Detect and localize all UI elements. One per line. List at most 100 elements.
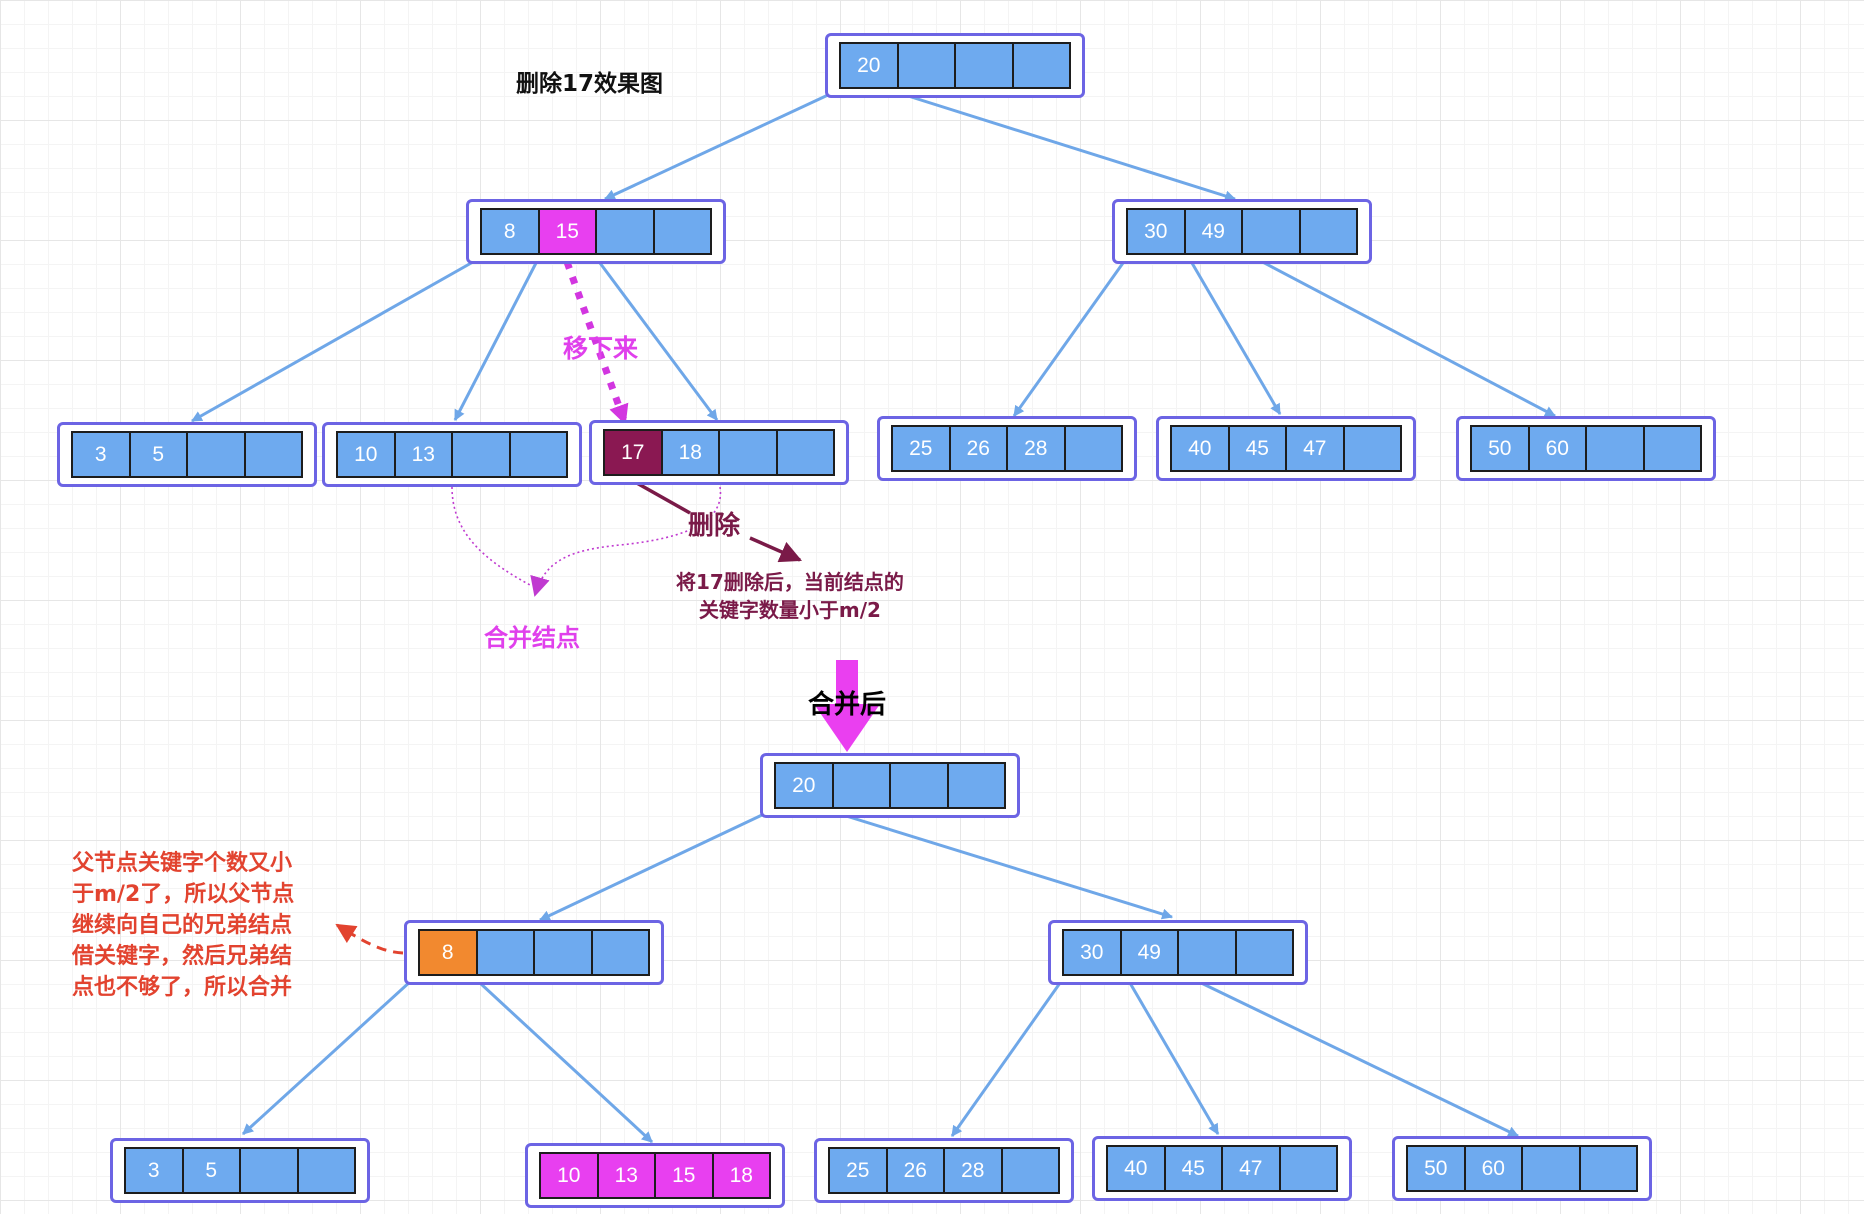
edge: [191, 256, 481, 423]
edge: [453, 262, 538, 421]
key-cell: [1179, 931, 1237, 974]
node-right-internal-before: 30 49: [1112, 199, 1372, 264]
key-cell: [833, 764, 891, 807]
merge-node-label: 合并结点: [484, 624, 580, 652]
node-leaf-1-before: 3 5: [57, 422, 317, 487]
after-merge-label: 合并后: [808, 690, 887, 720]
key-cell: [898, 44, 956, 87]
explanation-line-1: 将17删除后，当前结点的: [676, 570, 904, 594]
key-cell: [245, 433, 301, 476]
key-cell-merged: 13: [598, 1154, 656, 1197]
node-leaf-6-before: 50 60: [1456, 416, 1716, 481]
edge: [1194, 978, 1519, 1138]
note-arrow: [335, 923, 404, 955]
node-leaf-1-after: 3 5: [110, 1138, 370, 1203]
key-cell-deleted: 17: [605, 431, 663, 474]
key-cell: [535, 931, 593, 974]
key-cell-merged: 10: [541, 1154, 599, 1197]
edge: [478, 981, 654, 1144]
key-cell: [453, 433, 511, 476]
key-cell: 50: [1472, 427, 1530, 470]
key-cell: [1644, 427, 1700, 470]
edge: [604, 93, 829, 201]
parent-note: 父节点关键字个数又小 于m/2了，所以父节点 继续向自己的兄弟结点 借关键字，然…: [72, 851, 295, 1000]
key-cell: 20: [841, 44, 899, 87]
key-cell: 13: [395, 433, 453, 476]
key-cell: [956, 44, 1014, 87]
key-cell: 49: [1185, 210, 1243, 253]
key-cell: 47: [1287, 427, 1345, 470]
key-cell: [777, 431, 833, 474]
edge: [598, 262, 719, 421]
node-leaf-merged-after: 10 13 15 18: [525, 1143, 785, 1208]
key-cell: [1587, 427, 1645, 470]
key-cell: [1580, 1147, 1636, 1190]
edge: [904, 93, 1237, 202]
key-cell: [891, 764, 949, 807]
key-cell: 3: [73, 433, 131, 476]
key-cell: 28: [1008, 427, 1066, 470]
key-cell-merged: 15: [656, 1154, 714, 1197]
key-cell: 10: [338, 433, 396, 476]
key-cell: [1344, 427, 1400, 470]
key-cell: 45: [1229, 427, 1287, 470]
key-cell: [720, 431, 778, 474]
key-cell: [188, 433, 246, 476]
key-cell: 26: [887, 1149, 945, 1192]
key-cell: 3: [126, 1149, 184, 1192]
node-leaf-4-after: 25 26 28: [814, 1138, 1074, 1203]
node-leaf-4-before: 25 26 28: [877, 416, 1137, 481]
explanation-line-2: 关键字数量小于m/2: [698, 598, 881, 622]
key-cell: [477, 931, 535, 974]
node-left-internal-after: 8: [404, 920, 664, 985]
node-right-internal-after: 30 49: [1048, 920, 1308, 985]
key-cell: [298, 1149, 354, 1192]
key-cell: [948, 764, 1004, 807]
key-cell: 60: [1529, 427, 1587, 470]
key-cell: [1280, 1147, 1336, 1190]
node-left-internal-before: 8 15: [466, 199, 726, 264]
edge: [241, 978, 414, 1136]
merge-curve-right: [530, 486, 722, 597]
key-cell-moved: 15: [539, 210, 597, 253]
key-cell: 28: [945, 1149, 1003, 1192]
move-down-label: 移下来: [563, 334, 639, 363]
key-cell: 30: [1128, 210, 1186, 253]
key-cell: 45: [1165, 1147, 1223, 1190]
delete-explanation: 将17删除后，当前结点的 关键字数量小于m/2: [676, 568, 904, 624]
merge-curve-left: [451, 486, 531, 586]
node-leaf-5-after: 40 45 47: [1092, 1136, 1352, 1201]
diagram-title: 删除17效果图: [516, 71, 664, 97]
key-cell: 5: [130, 433, 188, 476]
key-cell: [1523, 1147, 1581, 1190]
key-cell: 40: [1172, 427, 1230, 470]
node-leaf-6-after: 50 60: [1392, 1136, 1652, 1201]
edge: [1012, 262, 1125, 417]
key-cell: 26: [950, 427, 1008, 470]
key-cell: 50: [1408, 1147, 1466, 1190]
edge: [1254, 256, 1556, 418]
key-cell: [510, 433, 566, 476]
node-root-after: 20: [760, 753, 1020, 818]
key-cell: 25: [830, 1149, 888, 1192]
key-cell: [1013, 44, 1069, 87]
key-cell: [1002, 1149, 1058, 1192]
key-cell: 30: [1064, 931, 1122, 974]
key-cell: 47: [1223, 1147, 1281, 1190]
edge: [1128, 982, 1220, 1135]
key-cell: [1236, 931, 1292, 974]
key-cell: 20: [776, 764, 834, 807]
key-cell: 5: [183, 1149, 241, 1192]
edge: [842, 813, 1174, 920]
key-cell: [597, 210, 655, 253]
node-leaf-5-before: 40 45 47: [1156, 416, 1416, 481]
node-leaf-3-before: 17 18: [589, 420, 849, 485]
delete-label: 删除: [688, 511, 741, 541]
key-cell: 25: [893, 427, 951, 470]
key-cell: [1065, 427, 1121, 470]
move-down-arrow: [563, 260, 629, 425]
key-cell: 49: [1121, 931, 1179, 974]
node-leaf-2-before: 10 13: [322, 422, 582, 487]
